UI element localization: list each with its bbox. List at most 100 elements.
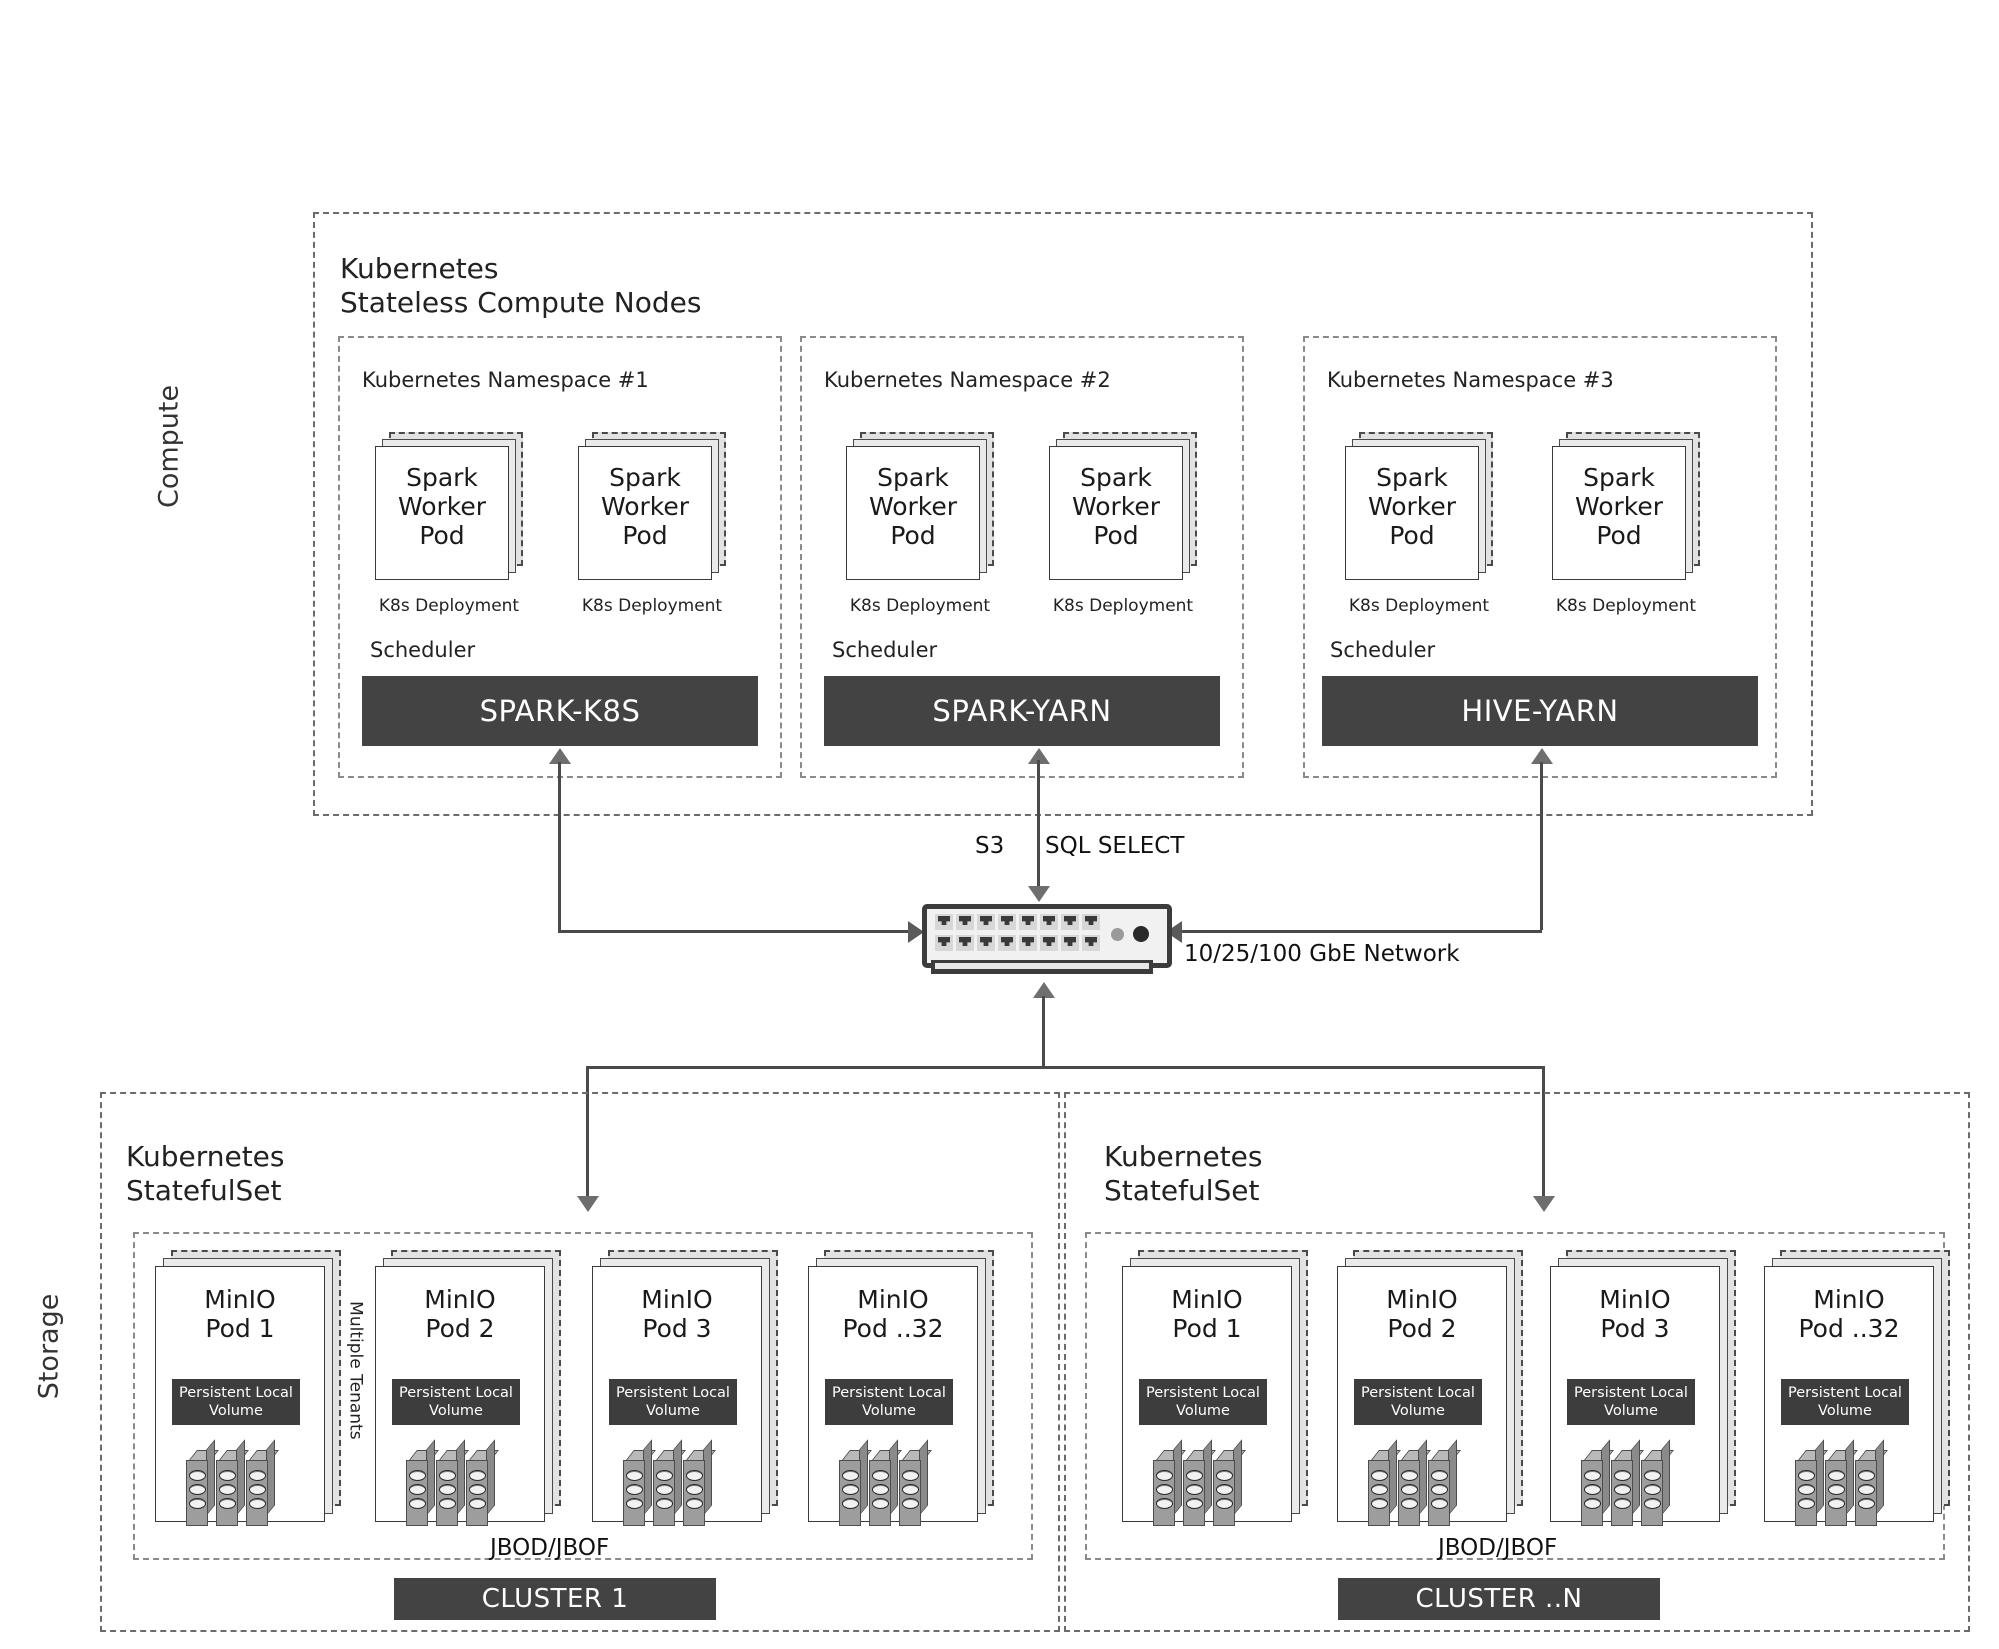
namespace-title-2: Kubernetes Namespace #2	[824, 368, 1111, 392]
namespace-box-2[interactable]	[800, 336, 1244, 778]
rj45-port-icon	[956, 914, 974, 930]
network-switch[interactable]	[922, 904, 1172, 980]
disk-icon	[1641, 1439, 1674, 1526]
rj45-port-icon	[977, 914, 995, 930]
pod-caption: K8s Deployment	[1052, 596, 1194, 616]
switch-base	[931, 960, 1153, 974]
scheduler-bar-spark-k8s[interactable]: SPARK-K8S	[362, 676, 758, 746]
pod-card-front: Spark Worker Pod	[1049, 446, 1183, 580]
disk-icon	[899, 1439, 932, 1526]
persistent-local-volume-bar: Persistent Local Volume	[1781, 1379, 1909, 1425]
scheduler-bar-hive-yarn[interactable]: HIVE-YARN	[1322, 676, 1758, 746]
pod-label-line1: Spark	[1376, 463, 1448, 492]
scheduler-bar-spark-yarn[interactable]: SPARK-YARN	[824, 676, 1220, 746]
minio-pod-label-line1: MinIO	[424, 1285, 496, 1314]
spark-worker-pod-stack[interactable]: Spark Worker Pod	[1049, 432, 1197, 580]
connector-line	[586, 1066, 1544, 1069]
pod-card-front: Spark Worker Pod	[1552, 446, 1686, 580]
minio-pod-label-line2: Pod 3	[642, 1314, 712, 1343]
cluster-1-pods-box	[133, 1232, 1033, 1560]
rj45-port-icon	[935, 935, 953, 951]
minio-pod-stack[interactable]: MinIO Pod 3 Persistent Local Volume	[592, 1250, 778, 1522]
connector-line	[558, 762, 561, 930]
pod-card-front: MinIO Pod 2 Persistent Local Volume	[1337, 1266, 1507, 1522]
pod-card-front: MinIO Pod 2 Persistent Local Volume	[375, 1266, 545, 1522]
disk-icon	[1795, 1439, 1828, 1526]
pod-card-front: MinIO Pod 3 Persistent Local Volume	[592, 1266, 762, 1522]
disk-icon	[683, 1439, 716, 1526]
persistent-local-volume-bar: Persistent Local Volume	[1354, 1379, 1482, 1425]
minio-pod-label-line1: MinIO	[857, 1285, 929, 1314]
jbod-label-cluster-1: JBOD/JBOF	[490, 1535, 610, 1561]
namespace-title-3: Kubernetes Namespace #3	[1327, 368, 1614, 392]
pod-caption: K8s Deployment	[378, 596, 520, 616]
disk-icon	[1368, 1439, 1401, 1526]
scheduler-label-1: Scheduler	[370, 638, 476, 662]
disk-icon	[1398, 1439, 1431, 1526]
spark-worker-pod-stack[interactable]: Spark Worker Pod	[1552, 432, 1700, 580]
disk-icon	[839, 1439, 872, 1526]
protocol-label-s3: S3	[975, 833, 1005, 859]
multiple-tenants-label: Multiple Tenants	[345, 1301, 366, 1440]
side-label-storage: Storage	[33, 1293, 65, 1400]
cluster-2-title-line2: StatefulSet	[1104, 1174, 1260, 1207]
pod-label-line2: Worker	[600, 492, 690, 521]
minio-pod-label-line2: Pod 1	[1172, 1314, 1242, 1343]
rj45-port-icon	[1019, 914, 1037, 930]
connector-line	[1037, 760, 1040, 892]
rj45-port-icon	[1061, 935, 1079, 951]
disk-icon	[623, 1439, 656, 1526]
disk-icon	[653, 1439, 686, 1526]
scheduler-label-2: Scheduler	[832, 638, 938, 662]
pod-label-line2: Worker	[1071, 492, 1161, 521]
switch-led-icon	[1111, 928, 1124, 941]
connector-line	[1042, 996, 1045, 1068]
switch-chassis	[922, 904, 1172, 968]
spark-worker-pod-stack[interactable]: Spark Worker Pod	[578, 432, 726, 580]
spark-worker-pod-stack[interactable]: Spark Worker Pod	[846, 432, 994, 580]
spark-worker-pod-stack[interactable]: Spark Worker Pod	[375, 432, 523, 580]
spark-worker-pod-stack[interactable]: Spark Worker Pod	[1345, 432, 1493, 580]
arrow-up-spark-k8s	[549, 748, 571, 764]
minio-pod-label-line2: Pod 2	[1387, 1314, 1457, 1343]
disk-icon	[406, 1439, 439, 1526]
compute-section-title-line1: Kubernetes	[340, 252, 499, 285]
switch-led-icon	[1133, 926, 1149, 942]
disk-icon	[466, 1439, 499, 1526]
minio-pod-label-line1: MinIO	[1171, 1285, 1243, 1314]
jbod-disk-group	[1581, 1439, 1674, 1526]
rj45-port-icon	[1019, 935, 1037, 951]
persistent-local-volume-bar: Persistent Local Volume	[392, 1379, 520, 1425]
persistent-local-volume-bar: Persistent Local Volume	[172, 1379, 300, 1425]
disk-icon	[1581, 1439, 1614, 1526]
rj45-port-icon	[1040, 935, 1058, 951]
minio-pod-label-line1: MinIO	[1386, 1285, 1458, 1314]
minio-pod-stack[interactable]: MinIO Pod ..32 Persistent Local Volume	[808, 1250, 994, 1522]
disk-icon	[1428, 1439, 1461, 1526]
jbod-label-cluster-2: JBOD/JBOF	[1438, 1535, 1558, 1561]
pod-label-line2: Worker	[397, 492, 487, 521]
connector-line	[558, 930, 916, 933]
minio-pod-label-line2: Pod ..32	[842, 1314, 944, 1343]
cluster-1-title-line2: StatefulSet	[126, 1174, 282, 1207]
pod-label-line1: Spark	[1583, 463, 1655, 492]
pod-label-line1: Spark	[1080, 463, 1152, 492]
jbod-disk-group	[186, 1439, 279, 1526]
storage-cluster-box-2	[1064, 1092, 1970, 1632]
cluster-bar-2[interactable]: CLUSTER ..N	[1338, 1578, 1660, 1620]
cluster-1-title-line1: Kubernetes	[126, 1140, 285, 1173]
persistent-local-volume-bar: Persistent Local Volume	[609, 1379, 737, 1425]
arrow-up-spark-yarn	[1028, 748, 1050, 764]
arrow-up-hive-yarn	[1531, 748, 1553, 764]
rj45-port-icon	[1082, 935, 1100, 951]
connector-line	[586, 1066, 589, 1200]
pod-label-line1: Spark	[877, 463, 949, 492]
compute-section-box	[313, 212, 1813, 816]
disk-icon	[1855, 1439, 1888, 1526]
cluster-bar-1[interactable]: CLUSTER 1	[394, 1578, 716, 1620]
switch-port-grid	[935, 914, 1100, 953]
rj45-port-icon	[977, 935, 995, 951]
persistent-local-volume-bar: Persistent Local Volume	[1567, 1379, 1695, 1425]
rj45-port-icon	[956, 935, 974, 951]
storage-cluster-box-1	[100, 1092, 1060, 1632]
